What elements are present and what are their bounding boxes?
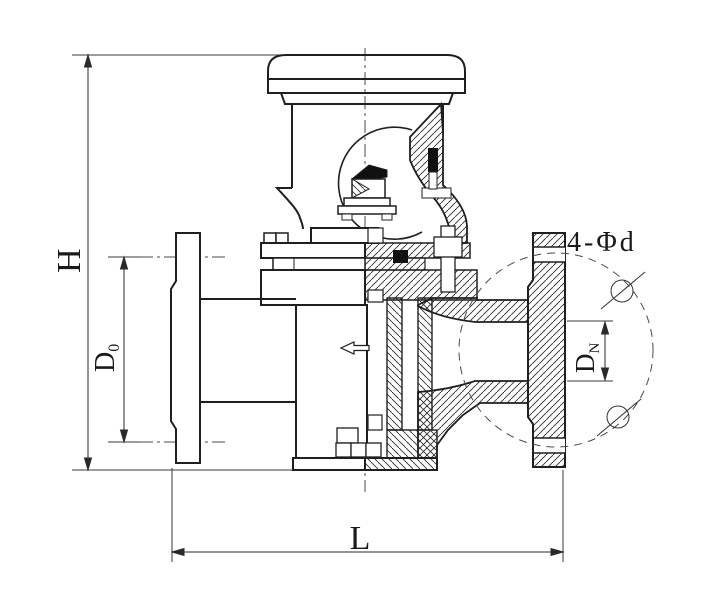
bolt-hole-slash-upper: [600, 271, 646, 310]
flange-stud: [440, 225, 456, 293]
inlet-flange-and-pipe: [170, 232, 296, 464]
l-arrow-left: [170, 547, 185, 557]
main-body: [292, 289, 529, 471]
cone-foot-left: [341, 213, 353, 221]
bonnet-bolt-head-1: [263, 232, 277, 244]
bolt-circle-dashed: [458, 252, 654, 448]
outlet-upper-wall-section: [417, 297, 529, 323]
valve-head: [267, 54, 466, 230]
bolt-hole-symbol-lower: [606, 405, 630, 429]
gland-bolt-stud: [428, 171, 438, 190]
outlet-flange: [527, 232, 566, 468]
swirl-chamber-arc: [337, 126, 423, 240]
label-height: H: [51, 248, 88, 273]
label-nominal-bore: DN: [570, 343, 603, 374]
bonnet-plate: [260, 242, 366, 259]
body-flange-section: [364, 269, 478, 301]
d0-arrow-top: [119, 255, 129, 270]
internal-cone-assembly: [337, 164, 397, 221]
dimension-lines: [83, 53, 610, 557]
flow-direction-arrow: [339, 341, 370, 355]
drain-block: [336, 427, 359, 444]
counter-cap-dome: [267, 54, 466, 94]
label-bolt-circle-diameter: D0: [90, 344, 123, 372]
cone-base-plate-1: [343, 197, 391, 207]
outlet-flange-bolt-hole-top: [534, 247, 565, 262]
bottom-plate-section: [364, 457, 438, 471]
h-arrow-bottom: [83, 457, 93, 472]
bolt-hole-slash-lower: [596, 398, 642, 437]
d0-arrow-bottom: [119, 429, 129, 444]
label-bolt-holes: 4-Φd: [567, 227, 637, 258]
upper-right-sectioned-wall: [409, 101, 468, 244]
inner-tube-left-wall: [386, 297, 403, 431]
dn-arrow-bottom: [600, 367, 610, 382]
center-bolt-lower: [367, 414, 383, 431]
dn-arrow-top: [600, 320, 610, 335]
drain-nut-1: [335, 442, 352, 458]
bonnet-flange: [260, 225, 478, 306]
label-length: L: [350, 520, 371, 557]
cap-band: [279, 92, 455, 105]
outlet-lower-wall-section: [417, 380, 529, 459]
drain-nut-3: [365, 442, 382, 458]
bonnet-wall-section: [409, 101, 468, 244]
drain-nut-2: [350, 442, 367, 458]
neck-profile: [274, 187, 304, 230]
h-arrow-top: [83, 53, 93, 68]
bolt-circle-view: [458, 252, 654, 448]
bonnet-gasket: [272, 257, 366, 271]
l-arrow-right: [550, 547, 565, 557]
center-bolt-mid: [367, 289, 384, 303]
cone-wedge: [351, 178, 371, 199]
bolt-hole-symbol-upper: [610, 279, 634, 303]
center-bolt-upper: [367, 227, 384, 244]
dimension-labels: H D0 DN L 4-Φd: [51, 227, 637, 557]
cone-foot-right: [381, 213, 393, 221]
inlet-flange: [170, 232, 201, 464]
flange-nut: [433, 236, 463, 258]
bottom-plate-left: [292, 457, 366, 471]
outlet-flange-section: [527, 232, 566, 468]
packing-seal: [393, 250, 408, 263]
cone-base-plate-2: [337, 205, 397, 215]
gland-bolt: [428, 148, 438, 172]
bonnet-bolt-head-2: [275, 232, 289, 244]
outlet-flange-bolt-hole-bottom: [534, 438, 565, 453]
